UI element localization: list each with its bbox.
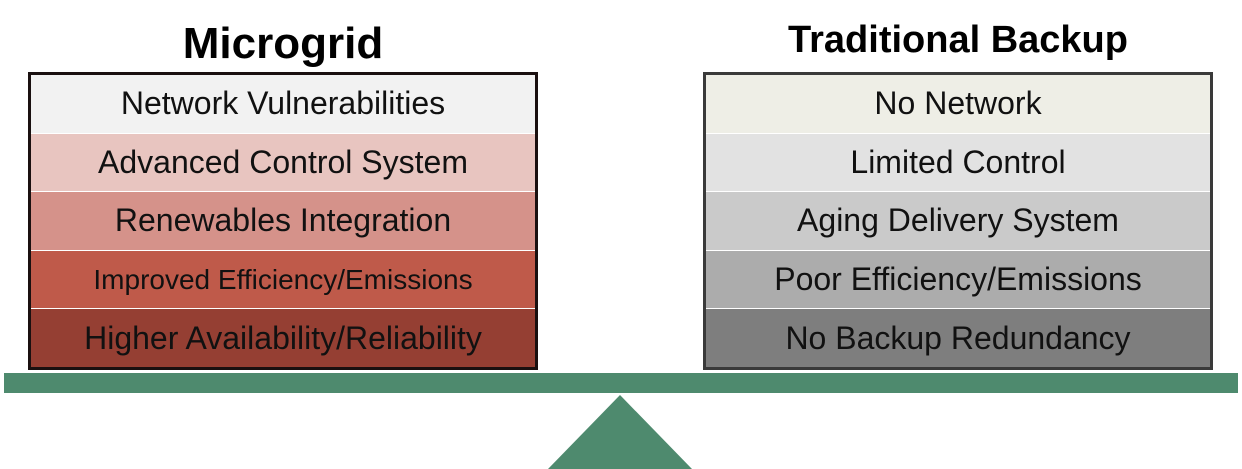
backup-item-aging-delivery-system: Aging Delivery System	[706, 192, 1210, 251]
microgrid-item-higher-availability: Higher Availability/Reliability	[31, 309, 535, 367]
backup-item-no-network: No Network	[706, 75, 1210, 134]
backup-item-limited-control: Limited Control	[706, 133, 1210, 193]
microgrid-item-improved-efficiency: Improved Efficiency/Emissions	[31, 250, 535, 310]
traditional-backup-title: Traditional Backup	[788, 19, 1128, 61]
microgrid-item-advanced-control-system: Advanced Control System	[31, 133, 535, 193]
microgrid-item-renewables-integration: Renewables Integration	[31, 192, 535, 251]
backup-item-no-backup-redundancy: No Backup Redundancy	[706, 309, 1210, 367]
microgrid-panel: Network Vulnerabilities Advanced Control…	[28, 72, 538, 370]
traditional-backup-panel: No Network Limited Control Aging Deliver…	[703, 72, 1213, 370]
backup-item-poor-efficiency: Poor Efficiency/Emissions	[706, 250, 1210, 310]
microgrid-title: Microgrid	[182, 19, 384, 68]
balance-beam	[4, 373, 1238, 393]
microgrid-item-network-vulnerabilities: Network Vulnerabilities	[31, 75, 535, 134]
fulcrum-triangle	[548, 395, 692, 469]
